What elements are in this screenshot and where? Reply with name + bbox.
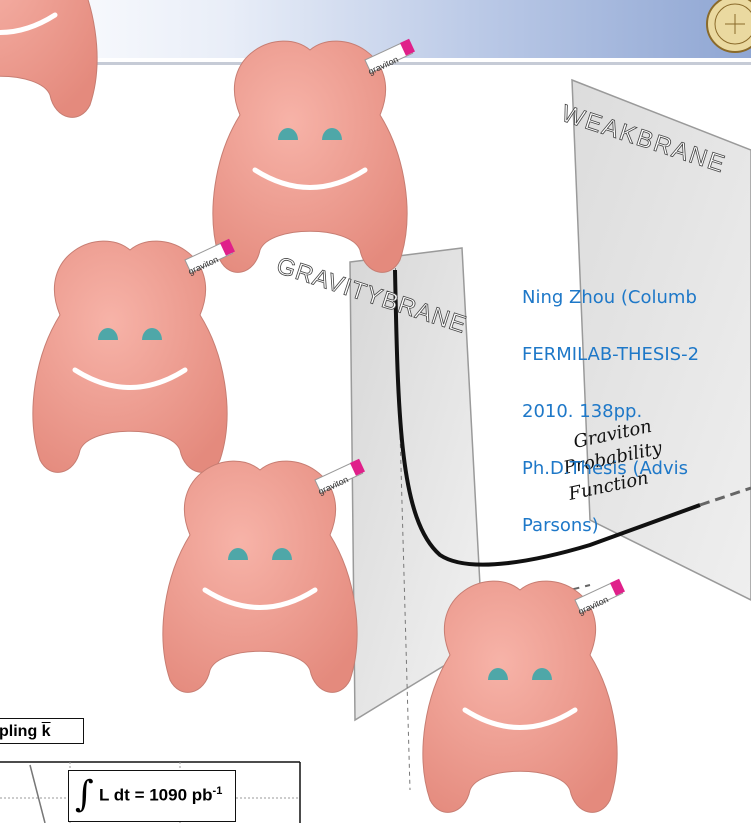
luminosity-exponent: -1	[213, 785, 223, 797]
luminosity-label: ∫ L dt = 1090 pb-1	[68, 770, 236, 822]
graviton-plush-bottom: graviton	[410, 560, 640, 820]
coupling-symbol: k	[42, 723, 51, 740]
citation-line: Ning Zhou (Columb	[522, 288, 751, 307]
integral-icon: ∫	[75, 773, 94, 817]
coupling-label: pling k	[0, 718, 84, 744]
citation-line: 2010. 138pp.	[522, 402, 751, 421]
thesis-citation: Ning Zhou (Columb FERMILAB-THESIS-2 2010…	[522, 250, 751, 554]
graviton-plush-middle: graviton	[150, 440, 380, 700]
luminosity-text: L dt = 1090 pb	[99, 786, 213, 805]
citation-line: FERMILAB-THESIS-2	[522, 345, 751, 364]
citation-line: Parsons)	[522, 516, 751, 535]
coupling-text: pling	[0, 723, 37, 740]
citation-line: Ph.D.Thesis (Advis	[522, 459, 751, 478]
